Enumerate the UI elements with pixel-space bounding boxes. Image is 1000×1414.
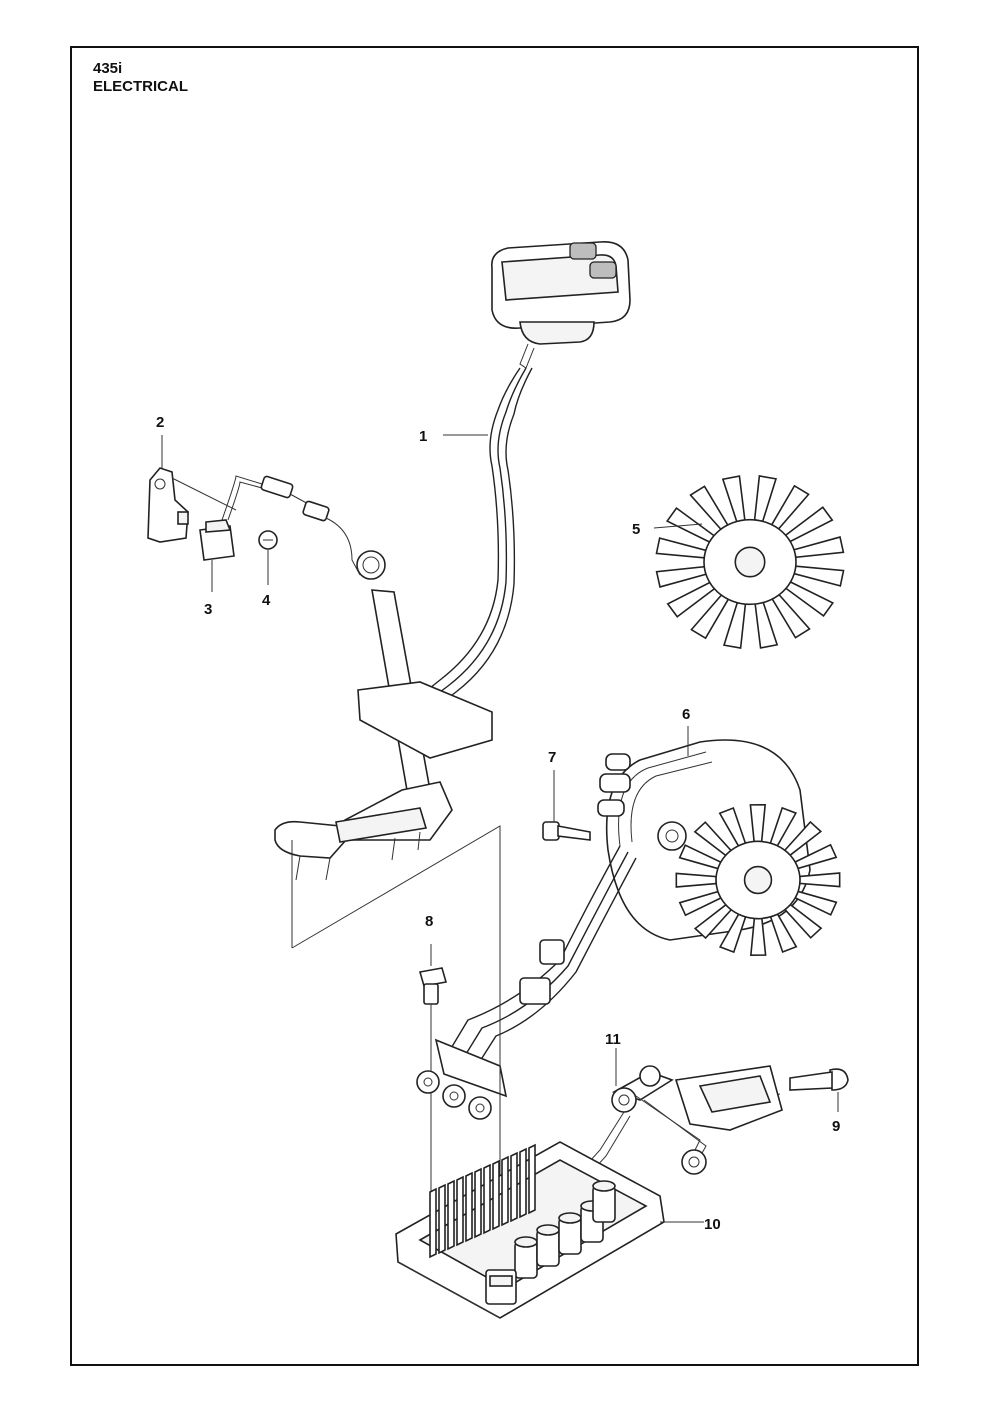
fan-blade [793, 536, 845, 559]
part-2-connector-plate [147, 467, 189, 543]
part-10-control-board [395, 1141, 665, 1319]
heatsink-fin [519, 1147, 527, 1219]
heatsink-fin [447, 1179, 455, 1251]
heatsink-fin [528, 1143, 536, 1215]
fan-blade [655, 537, 707, 559]
heatsink-fin [465, 1171, 473, 1243]
title-block: 435i ELECTRICAL [93, 60, 188, 96]
fan-blade [769, 913, 798, 953]
callout-11: 11 [605, 1031, 621, 1048]
fan-blade [722, 601, 747, 649]
fan-blade [721, 475, 746, 523]
section-title: ELECTRICAL [93, 78, 188, 95]
fan-blade [794, 890, 838, 916]
capacitor-top [592, 1180, 616, 1192]
capacitor-top [514, 1236, 538, 1248]
callout-7: 7 [548, 749, 556, 766]
part-7-bolt [542, 770, 591, 841]
heatsink-fin [474, 1167, 482, 1239]
part-4-screw [258, 530, 278, 585]
callout-10: 10 [704, 1216, 721, 1233]
part-6-motor [449, 739, 841, 1059]
fan-center [734, 546, 766, 578]
capacitor-top [536, 1224, 560, 1236]
callout-1: 1 [419, 428, 427, 445]
part-3-micro-switch [199, 519, 235, 592]
heatsink-fin [501, 1155, 509, 1227]
heatsink-fin [492, 1159, 500, 1231]
fan-blade [793, 565, 845, 587]
part-8-screw [418, 944, 448, 1222]
part-1-control-handle [274, 241, 631, 881]
heatsink-fin [429, 1187, 437, 1259]
callout-4: 4 [262, 592, 271, 609]
heatsink-fin [510, 1151, 518, 1223]
model-number: 435i [93, 60, 123, 77]
heatsink-fin [483, 1163, 491, 1235]
callout-8: 8 [425, 913, 433, 930]
callout-5: 5 [632, 521, 640, 538]
callout-9: 9 [832, 1118, 840, 1135]
callout-2: 2 [156, 414, 164, 431]
fan-blade [754, 601, 779, 649]
heatsink-fin [438, 1183, 446, 1255]
drawing-frame [70, 46, 919, 1366]
callout-6: 6 [682, 706, 690, 723]
fan-blade [753, 475, 778, 523]
assembly-line [291, 825, 501, 1270]
part-11-bracket [579, 1065, 783, 1179]
part-5-fan-wheel [655, 475, 845, 649]
switch-wires [171, 475, 361, 576]
leader-5 [653, 523, 703, 529]
fan-center [743, 865, 773, 895]
fan-blade [783, 903, 823, 939]
capacitor-top [558, 1212, 582, 1224]
connector-block [416, 1038, 508, 1120]
fan-blade [655, 565, 707, 588]
callout-3: 3 [204, 601, 212, 618]
heatsink-fin [456, 1175, 464, 1247]
